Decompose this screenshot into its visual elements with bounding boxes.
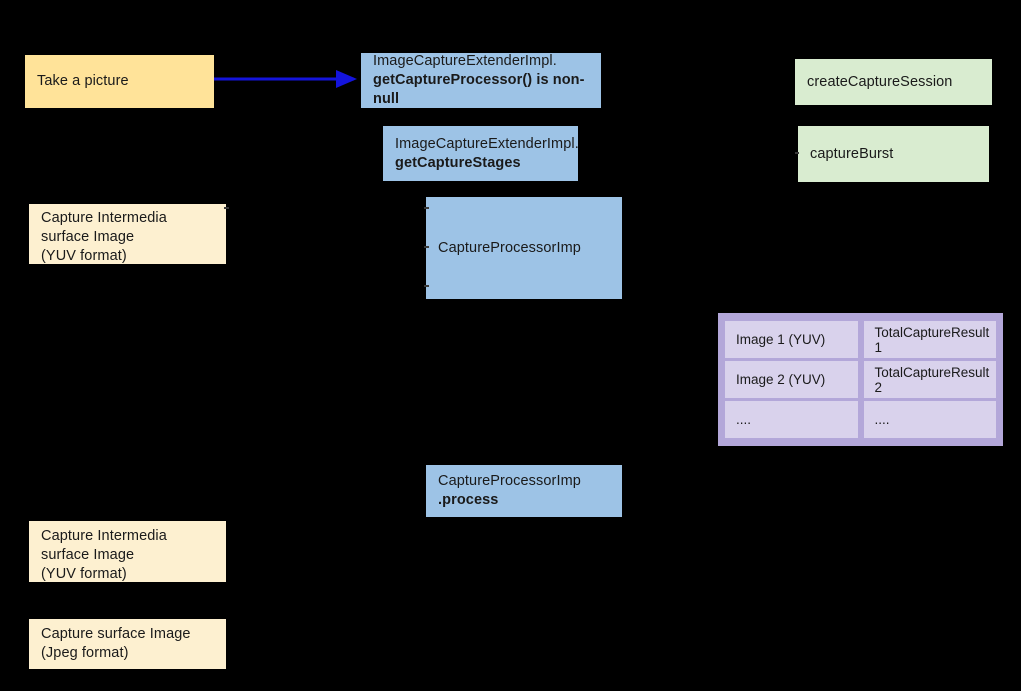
- table-cell-result-2[interactable]: TotalCaptureResult 2: [863, 361, 996, 398]
- node-capture-processor-imp-process-line1: CaptureProcessorImp: [438, 473, 581, 489]
- node-get-capture-processor[interactable]: ImageCaptureExtenderImpl. getCaptureProc…: [361, 53, 601, 108]
- arrow-take-picture-to-get-capture-processor: [214, 70, 357, 88]
- node-capture-processor-imp-process-line2: .process: [438, 492, 499, 508]
- node-get-capture-processor-line2: getCaptureProcessor() is non-null: [373, 72, 585, 107]
- node-capture-processor-imp-label: CaptureProcessorImp: [438, 239, 581, 256]
- node-get-capture-processor-line1: ImageCaptureExtenderImpl.: [373, 53, 557, 69]
- node-capture-intermediate-surface-yuv-top[interactable]: Capture Intermedia surface Image (YUV fo…: [29, 204, 226, 264]
- table-cell-image-1[interactable]: Image 1 (YUV): [725, 321, 858, 358]
- node-capture-intermediate-surface-yuv-bottom[interactable]: Capture Intermedia surface Image (YUV fo…: [29, 521, 226, 582]
- table-cell-image-more[interactable]: ....: [725, 401, 858, 438]
- connector-stub-proc-mid-left: [424, 246, 429, 248]
- table-cell-result-1-label: TotalCaptureResult 1: [874, 324, 990, 355]
- table-cell-result-more-label: ....: [874, 412, 890, 427]
- node-capture-burst-label: captureBurst: [810, 145, 894, 162]
- table-cell-image-1-label: Image 1 (YUV): [736, 332, 826, 347]
- node-get-capture-stages[interactable]: ImageCaptureExtenderImpl. getCaptureStag…: [383, 126, 579, 181]
- connector-stub-proc-top-left: [424, 207, 429, 209]
- table-cell-image-2[interactable]: Image 2 (YUV): [725, 361, 858, 398]
- table-cell-result-1[interactable]: TotalCaptureResult 1: [863, 321, 996, 358]
- node-capture-surface-jpeg-label: Capture surface Image (Jpeg format): [41, 626, 191, 661]
- node-take-a-picture-label: Take a picture: [37, 73, 129, 89]
- node-capture-intermediate-surface-yuv-bottom-label: Capture Intermedia surface Image (YUV fo…: [41, 528, 167, 582]
- table-cell-image-2-label: Image 2 (YUV): [736, 372, 826, 387]
- table-cell-result-more[interactable]: ....: [863, 401, 996, 438]
- node-capture-intermediate-surface-yuv-top-label: Capture Intermedia surface Image (YUV fo…: [41, 210, 167, 264]
- table-cell-result-2-label: TotalCaptureResult 2: [874, 364, 990, 395]
- connector-stub-yuv-top-right: [224, 207, 229, 209]
- node-capture-processor-imp-process[interactable]: CaptureProcessorImp .process: [426, 465, 622, 517]
- node-take-a-picture[interactable]: Take a picture: [25, 55, 214, 108]
- result-table: Image 1 (YUV) TotalCaptureResult 1 Image…: [718, 313, 1003, 446]
- node-capture-processor-imp[interactable]: CaptureProcessorImp: [426, 197, 622, 299]
- connector-stub-burst-left: [795, 152, 799, 154]
- node-capture-surface-jpeg[interactable]: Capture surface Image (Jpeg format): [29, 619, 226, 669]
- node-create-capture-session[interactable]: createCaptureSession: [795, 59, 992, 105]
- node-capture-burst[interactable]: captureBurst: [798, 126, 989, 182]
- table-cell-image-more-label: ....: [736, 412, 752, 427]
- connector-stub-proc-bottom-left: [424, 285, 429, 287]
- node-create-capture-session-label: createCaptureSession: [807, 73, 953, 90]
- node-get-capture-stages-line1: ImageCaptureExtenderImpl.: [395, 135, 579, 152]
- node-get-capture-stages-line2: getCaptureStages: [395, 154, 521, 171]
